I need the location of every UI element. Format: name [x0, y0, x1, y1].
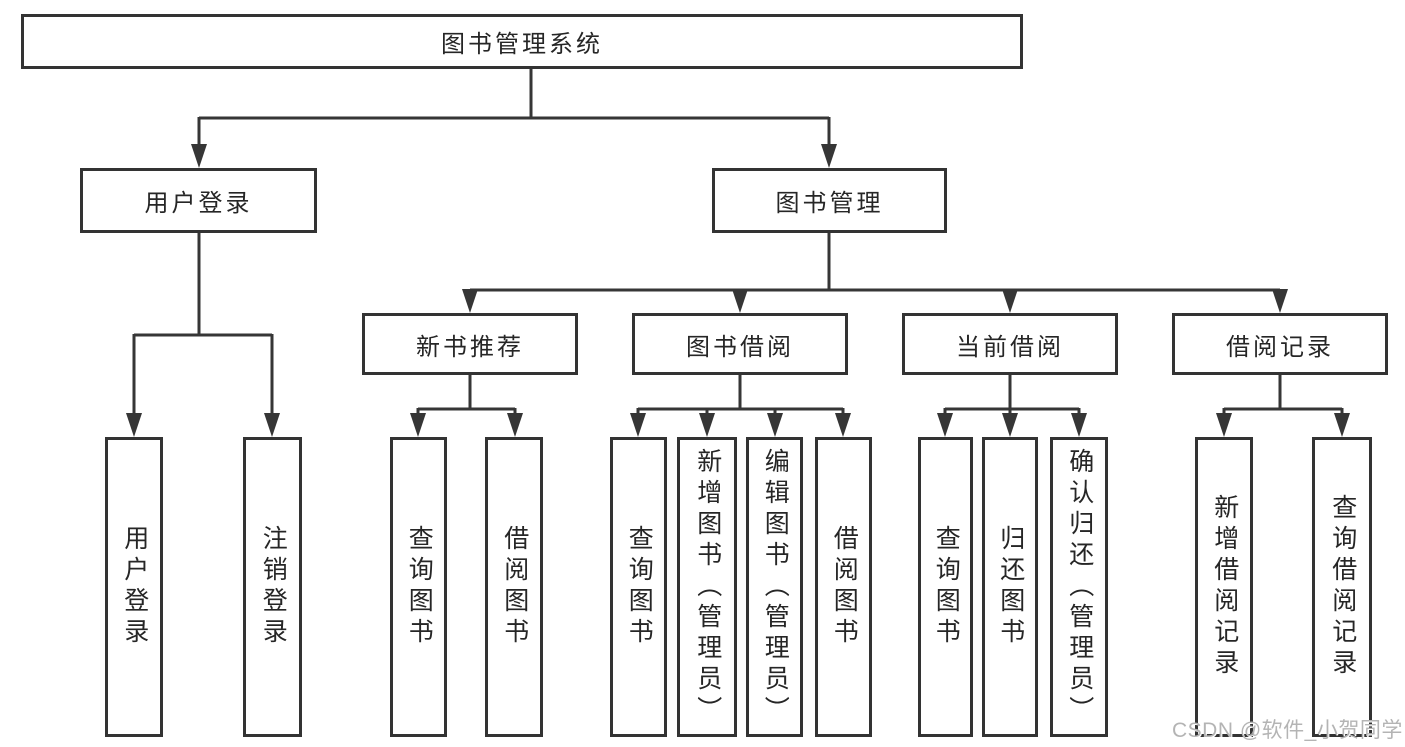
- connector-root: [197, 69, 831, 146]
- connector-book-management-arrowheads: [462, 289, 1288, 313]
- node-book-borrow: 图书借阅: [632, 313, 848, 375]
- leaf-book-borrow-1-label: 新增图书（管理员）: [693, 447, 722, 727]
- leaf-current-borrow-0: 查询图书: [918, 437, 973, 737]
- leaf-user-login-0-label: 用户登录: [120, 525, 149, 649]
- connector-book-borrow: [636, 375, 845, 417]
- node-user-login: 用户登录: [80, 168, 317, 233]
- leaf-borrow-record-0-label: 新增借阅记录: [1210, 494, 1239, 680]
- connector-borrow-record: [1222, 375, 1344, 417]
- leaf-borrow-record-1: 查询借阅记录: [1312, 437, 1372, 737]
- node-root-label: 图书管理系统: [441, 31, 603, 58]
- leaf-user-login-1-label: 注销登录: [259, 525, 288, 649]
- leaf-user-login-1: 注销登录: [243, 437, 302, 737]
- leaf-book-borrow-0: 查询图书: [610, 437, 667, 737]
- connector-book-management: [470, 233, 1280, 292]
- connector-borrow-record-arrowheads: [1216, 413, 1350, 437]
- node-current-borrow: 当前借阅: [902, 313, 1118, 375]
- leaf-new-book-rec-0: 查询图书: [390, 437, 447, 737]
- node-book-management-label: 图书管理: [775, 190, 884, 217]
- leaf-borrow-record-1-label: 查询借阅记录: [1328, 494, 1357, 680]
- leaf-current-borrow-2-label: 确认归还（管理员）: [1065, 447, 1094, 727]
- connector-user-login: [132, 233, 274, 417]
- node-new-book-rec-label: 新书推荐: [416, 333, 524, 361]
- connector-current-borrow: [943, 375, 1081, 417]
- leaf-current-borrow-1-label: 归还图书: [996, 525, 1025, 649]
- leaf-user-login-0: 用户登录: [105, 437, 163, 737]
- connector-current-borrow-arrowheads: [937, 413, 1087, 437]
- node-new-book-rec: 新书推荐: [362, 313, 578, 375]
- leaf-current-borrow-0-label: 查询图书: [932, 525, 961, 649]
- leaf-book-borrow-1: 新增图书（管理员）: [677, 437, 737, 737]
- connector-new-book-rec-arrowheads: [410, 413, 523, 437]
- leaf-book-borrow-3-label: 借阅图书: [830, 525, 859, 649]
- leaf-borrow-record-0: 新增借阅记录: [1195, 437, 1253, 737]
- csdn-watermark: CSDN @软件_小贺同学: [1172, 719, 1403, 742]
- leaf-current-borrow-1: 归还图书: [982, 437, 1038, 737]
- leaf-book-borrow-2-label: 编辑图书（管理员）: [761, 447, 790, 727]
- node-borrow-record-label: 借阅记录: [1226, 333, 1334, 361]
- node-current-borrow-label: 当前借阅: [956, 333, 1064, 361]
- leaf-book-borrow-0-label: 查询图书: [625, 525, 654, 649]
- leaf-new-book-rec-1: 借阅图书: [485, 437, 543, 737]
- node-borrow-record: 借阅记录: [1172, 313, 1388, 375]
- connector-root-arrowheads: [191, 144, 837, 168]
- node-user-login-label: 用户登录: [144, 190, 253, 217]
- node-book-management: 图书管理: [712, 168, 947, 233]
- node-book-borrow-label: 图书借阅: [686, 333, 794, 361]
- connector-book-borrow-arrowheads: [630, 413, 851, 437]
- leaf-book-borrow-2: 编辑图书（管理员）: [746, 437, 803, 737]
- leaf-new-book-rec-0-label: 查询图书: [405, 525, 434, 649]
- connector-user-login-arrowheads: [126, 413, 280, 437]
- leaf-current-borrow-2: 确认归还（管理员）: [1050, 437, 1108, 737]
- node-root: 图书管理系统: [21, 14, 1023, 69]
- connector-new-book-rec: [416, 375, 517, 417]
- leaf-new-book-rec-1-label: 借阅图书: [500, 525, 529, 649]
- leaf-book-borrow-3: 借阅图书: [815, 437, 872, 737]
